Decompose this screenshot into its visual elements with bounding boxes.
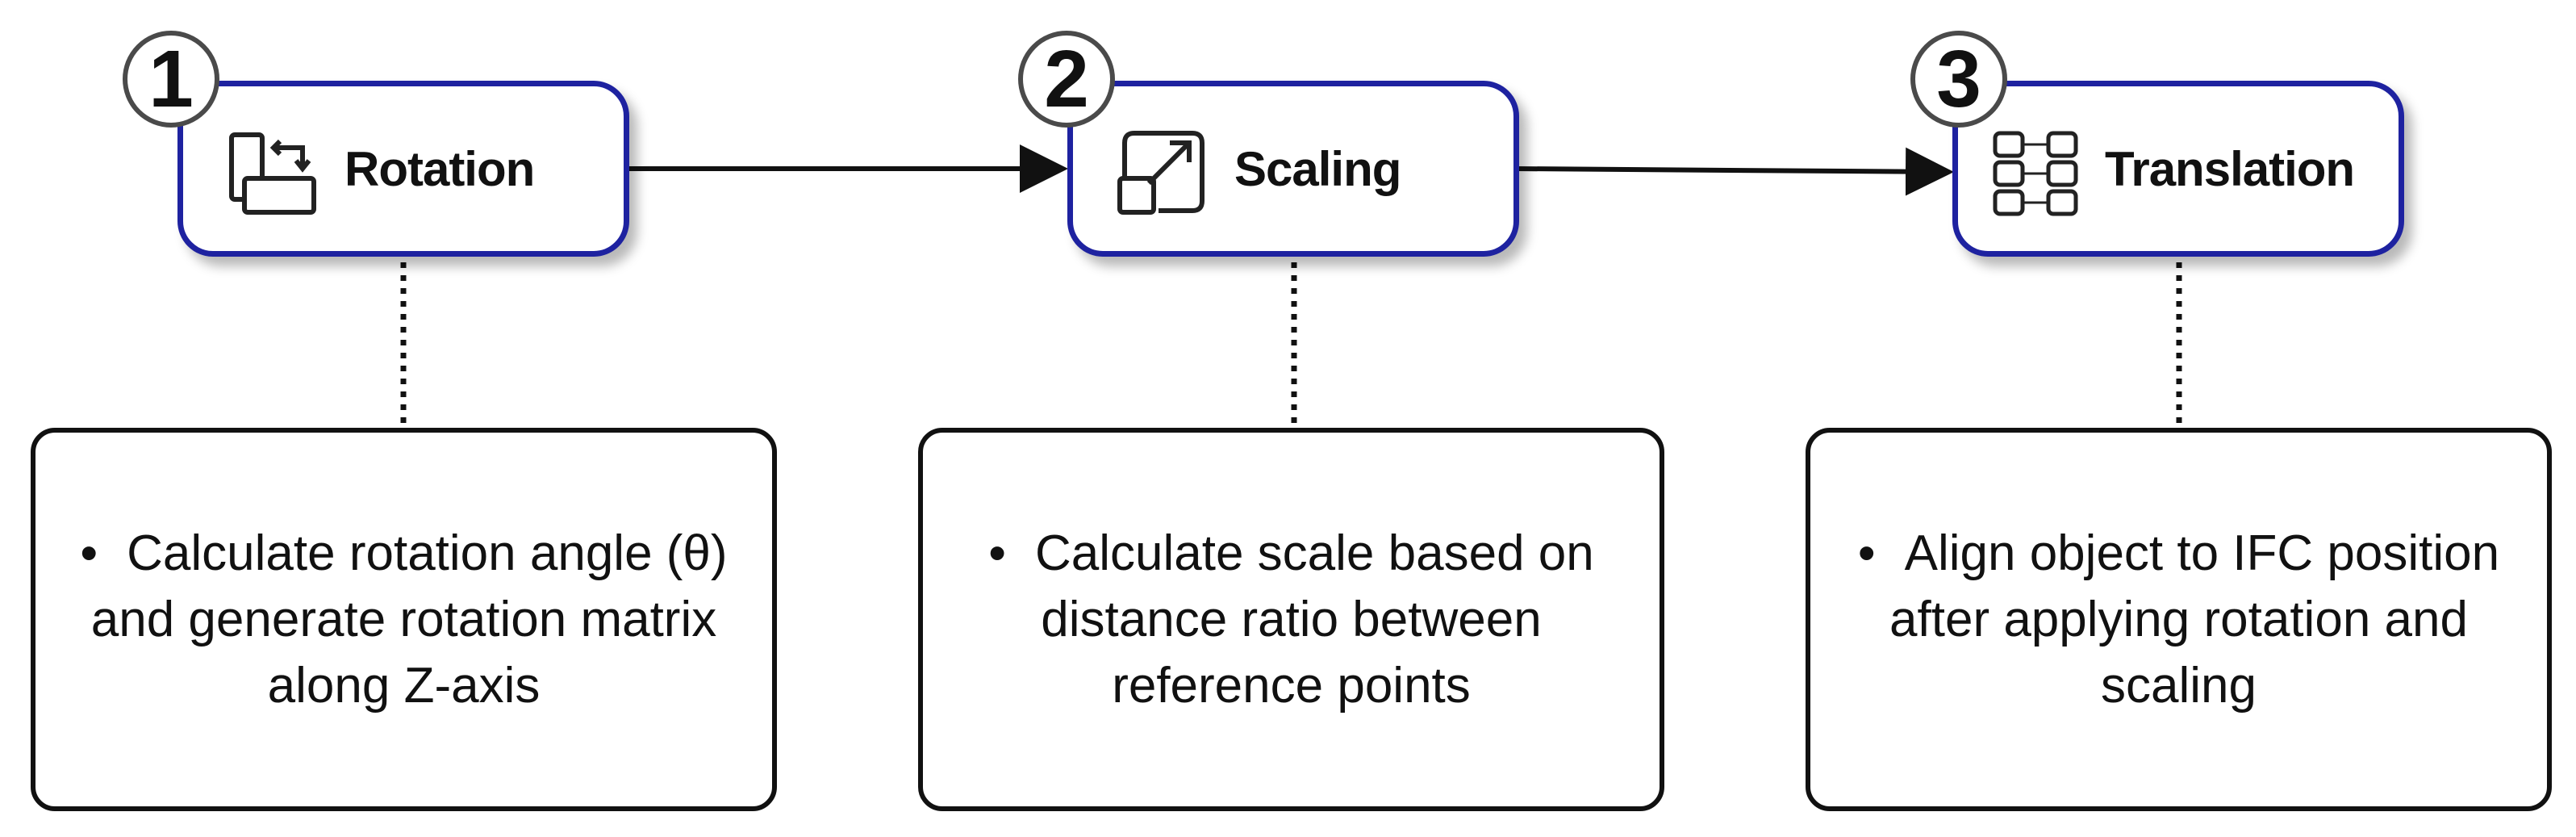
bullet-marker: • <box>988 525 1006 581</box>
translate-icon <box>1987 125 2084 222</box>
arrow-2-to-3 <box>1516 147 1954 196</box>
description-rotation: Calculate rotation angle (θ) and generat… <box>90 525 728 714</box>
description-text-rotation: •Calculate rotation angle (θ) and genera… <box>73 521 735 719</box>
scale-icon <box>1113 125 1210 222</box>
step-label-translation: Translation <box>2105 141 2355 196</box>
description-box-translation: •Align object to IFC position after appl… <box>1806 428 2552 811</box>
description-text-translation: •Align object to IFC position after appl… <box>1848 521 2510 719</box>
step-box-rotation: Rotation <box>177 81 629 257</box>
step-box-scaling: Scaling <box>1067 81 1519 257</box>
bullet-marker: • <box>1857 525 1876 581</box>
description-box-scaling: • Calculate scale based on distance ratio… <box>918 428 1664 811</box>
description-text-scaling: • Calculate scale based on distance ratio… <box>961 521 1622 719</box>
description-translation: Align object to IFC position after apply… <box>1889 525 2500 714</box>
step-number-2: 2 <box>1018 31 1115 128</box>
description-scaling: Calculate scale based on distance ratio … <box>1034 525 1594 714</box>
rotate-icon <box>223 125 320 222</box>
step-label-scaling: Scaling <box>1234 141 1401 196</box>
step-label-rotation: Rotation <box>344 141 535 196</box>
description-box-rotation: •Calculate rotation angle (θ) and genera… <box>31 428 777 811</box>
step-box-translation: Translation <box>1952 81 2404 257</box>
bullet-marker: • <box>80 525 98 581</box>
step-number-3: 3 <box>1910 31 2007 128</box>
step-number-1: 1 <box>123 31 219 128</box>
